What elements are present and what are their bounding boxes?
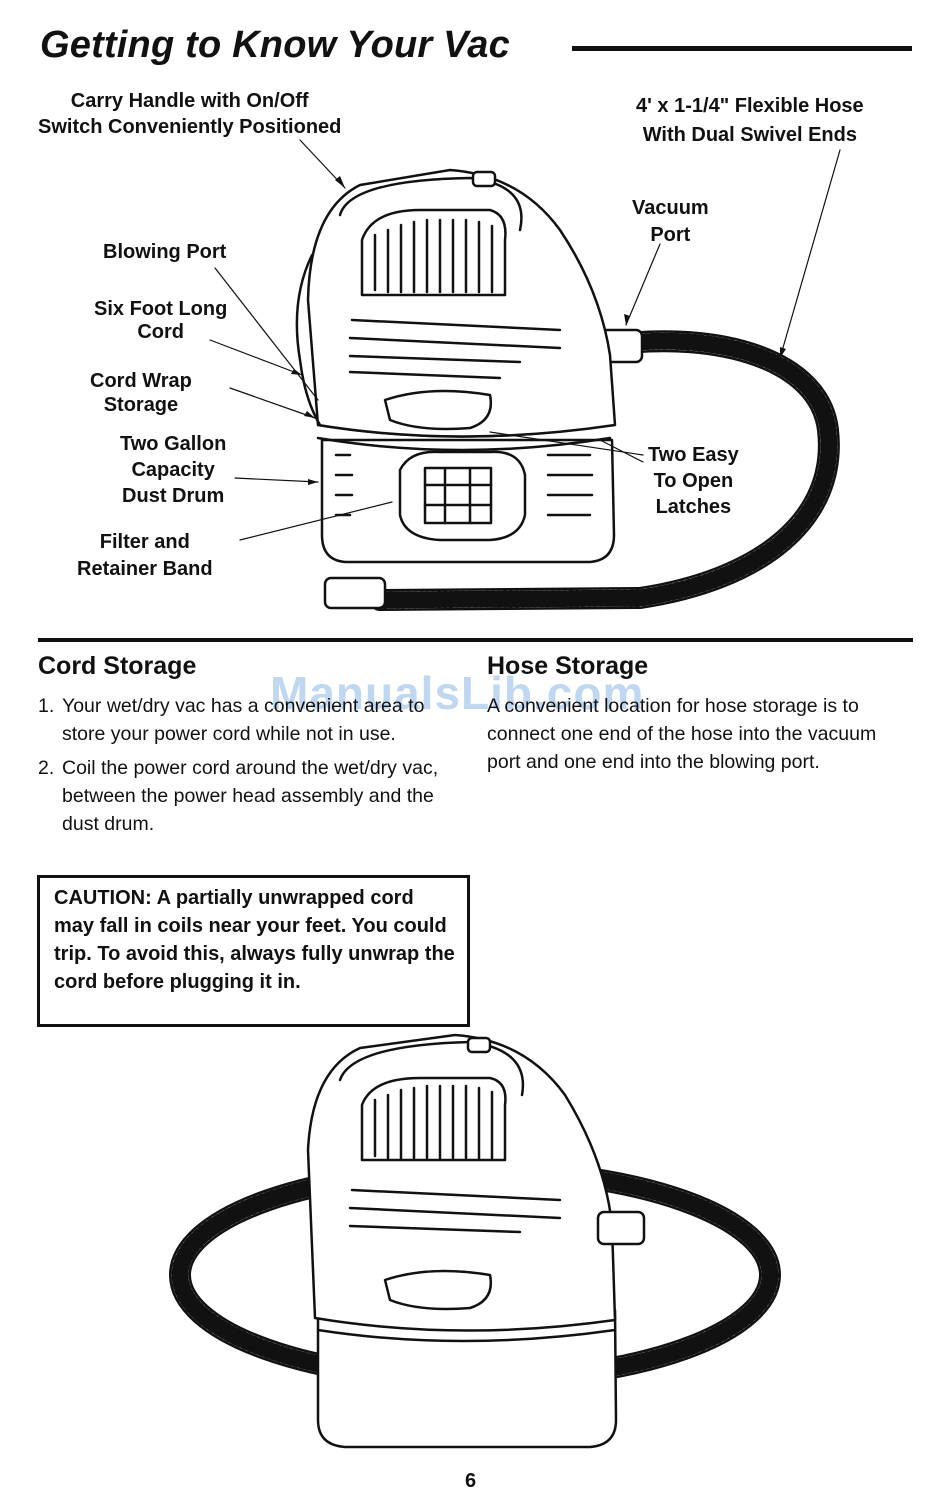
cord-storage-heading: Cord Storage (38, 652, 197, 680)
callout-line: Cord Wrap (90, 370, 192, 392)
page-title: Getting to Know Your Vac (40, 24, 510, 66)
callout-line: Two Easy (648, 444, 739, 466)
callout-line: Six Foot Long (94, 298, 228, 320)
step-text: Your wet/dry vac has a convenient area t… (62, 695, 425, 745)
callout-cord: Six Foot Long Cord (94, 298, 227, 344)
callout-line: Switch Conveniently Positioned (38, 116, 342, 138)
callout-line: 4' x 1-1/4" Flexible Hose (636, 95, 864, 117)
front-grill (360, 208, 507, 297)
callout-line: Cord (137, 321, 184, 343)
callout-line: Filter and (99, 531, 190, 553)
callout-latches: Two Easy To Open Latches (648, 442, 739, 520)
dust-drum-bottom (316, 1308, 618, 1449)
hose-storage-text: A convenient location for hose storage i… (487, 695, 877, 773)
step-number: 2. (38, 757, 55, 779)
watermark: ManualsLib.com (270, 667, 645, 719)
callout-filter: Filter and Retainer Band (77, 529, 213, 583)
callout-dust-drum: Two Gallon Capacity Dust Drum (120, 431, 226, 509)
callout-line: Storage (103, 394, 179, 416)
step-item: 2. Coil the power cord around the wet/dr… (38, 754, 463, 838)
callout-line: Two Gallon (120, 433, 227, 455)
callout-line: Vacuum (632, 197, 709, 219)
section-rule (38, 638, 913, 642)
caution-box: CAUTION: A partially unwrapped cord may … (37, 875, 470, 1027)
callout-line: Latches (655, 496, 732, 518)
callout-blowing-port: Blowing Port (103, 239, 226, 265)
callout-line: Carry Handle with On/Off (70, 90, 309, 112)
callout-line: Port (650, 224, 691, 246)
hose-storage-heading: Hose Storage (487, 652, 649, 680)
step-item: 1. Your wet/dry vac has a convenient are… (38, 692, 463, 748)
callout-line: With Dual Swivel Ends (642, 124, 857, 146)
title-rule (572, 46, 912, 51)
callout-line: Dust Drum (122, 485, 225, 507)
callout-line: Retainer Band (77, 558, 213, 580)
callout-carry-handle: Carry Handle with On/Off Switch Convenie… (38, 88, 341, 140)
callout-line: Capacity (131, 459, 215, 481)
step-text: Coil the power cord around the wet/dry v… (62, 757, 439, 835)
filter-window (398, 450, 527, 542)
hose-end-left (323, 576, 387, 610)
step-number: 1. (38, 695, 55, 717)
callout-line: To Open (653, 470, 734, 492)
callout-cord-wrap: Cord Wrap Storage (90, 369, 192, 417)
callout-line: Blowing Port (103, 241, 227, 263)
callout-flexible-hose: 4' x 1-1/4" Flexible Hose With Dual Swiv… (636, 92, 864, 150)
cord-storage-steps: 1. Your wet/dry vac has a convenient are… (38, 692, 463, 844)
callout-vacuum-port: Vacuum Port (632, 195, 709, 249)
page-number: 6 (465, 1470, 477, 1492)
